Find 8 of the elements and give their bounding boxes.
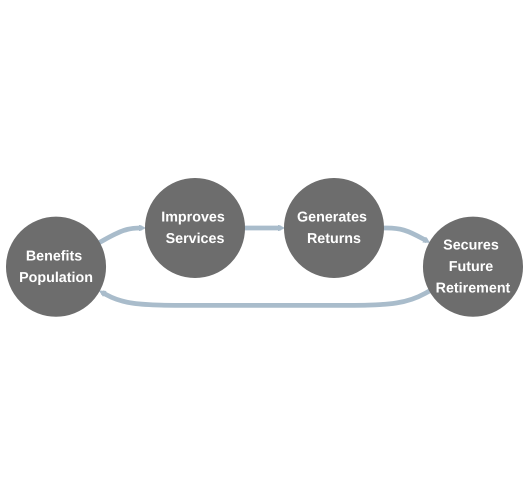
node-circle: Secures Future Retirement: [422, 216, 524, 317]
node-circle: Generates Returns: [284, 178, 384, 278]
arrow: [384, 226, 430, 244]
node-circle: Benefits Population: [6, 216, 106, 317]
arrow: [99, 288, 431, 308]
arrow: [244, 224, 285, 232]
arrow: [98, 224, 146, 245]
node-circle: Improves Services: [144, 178, 246, 278]
